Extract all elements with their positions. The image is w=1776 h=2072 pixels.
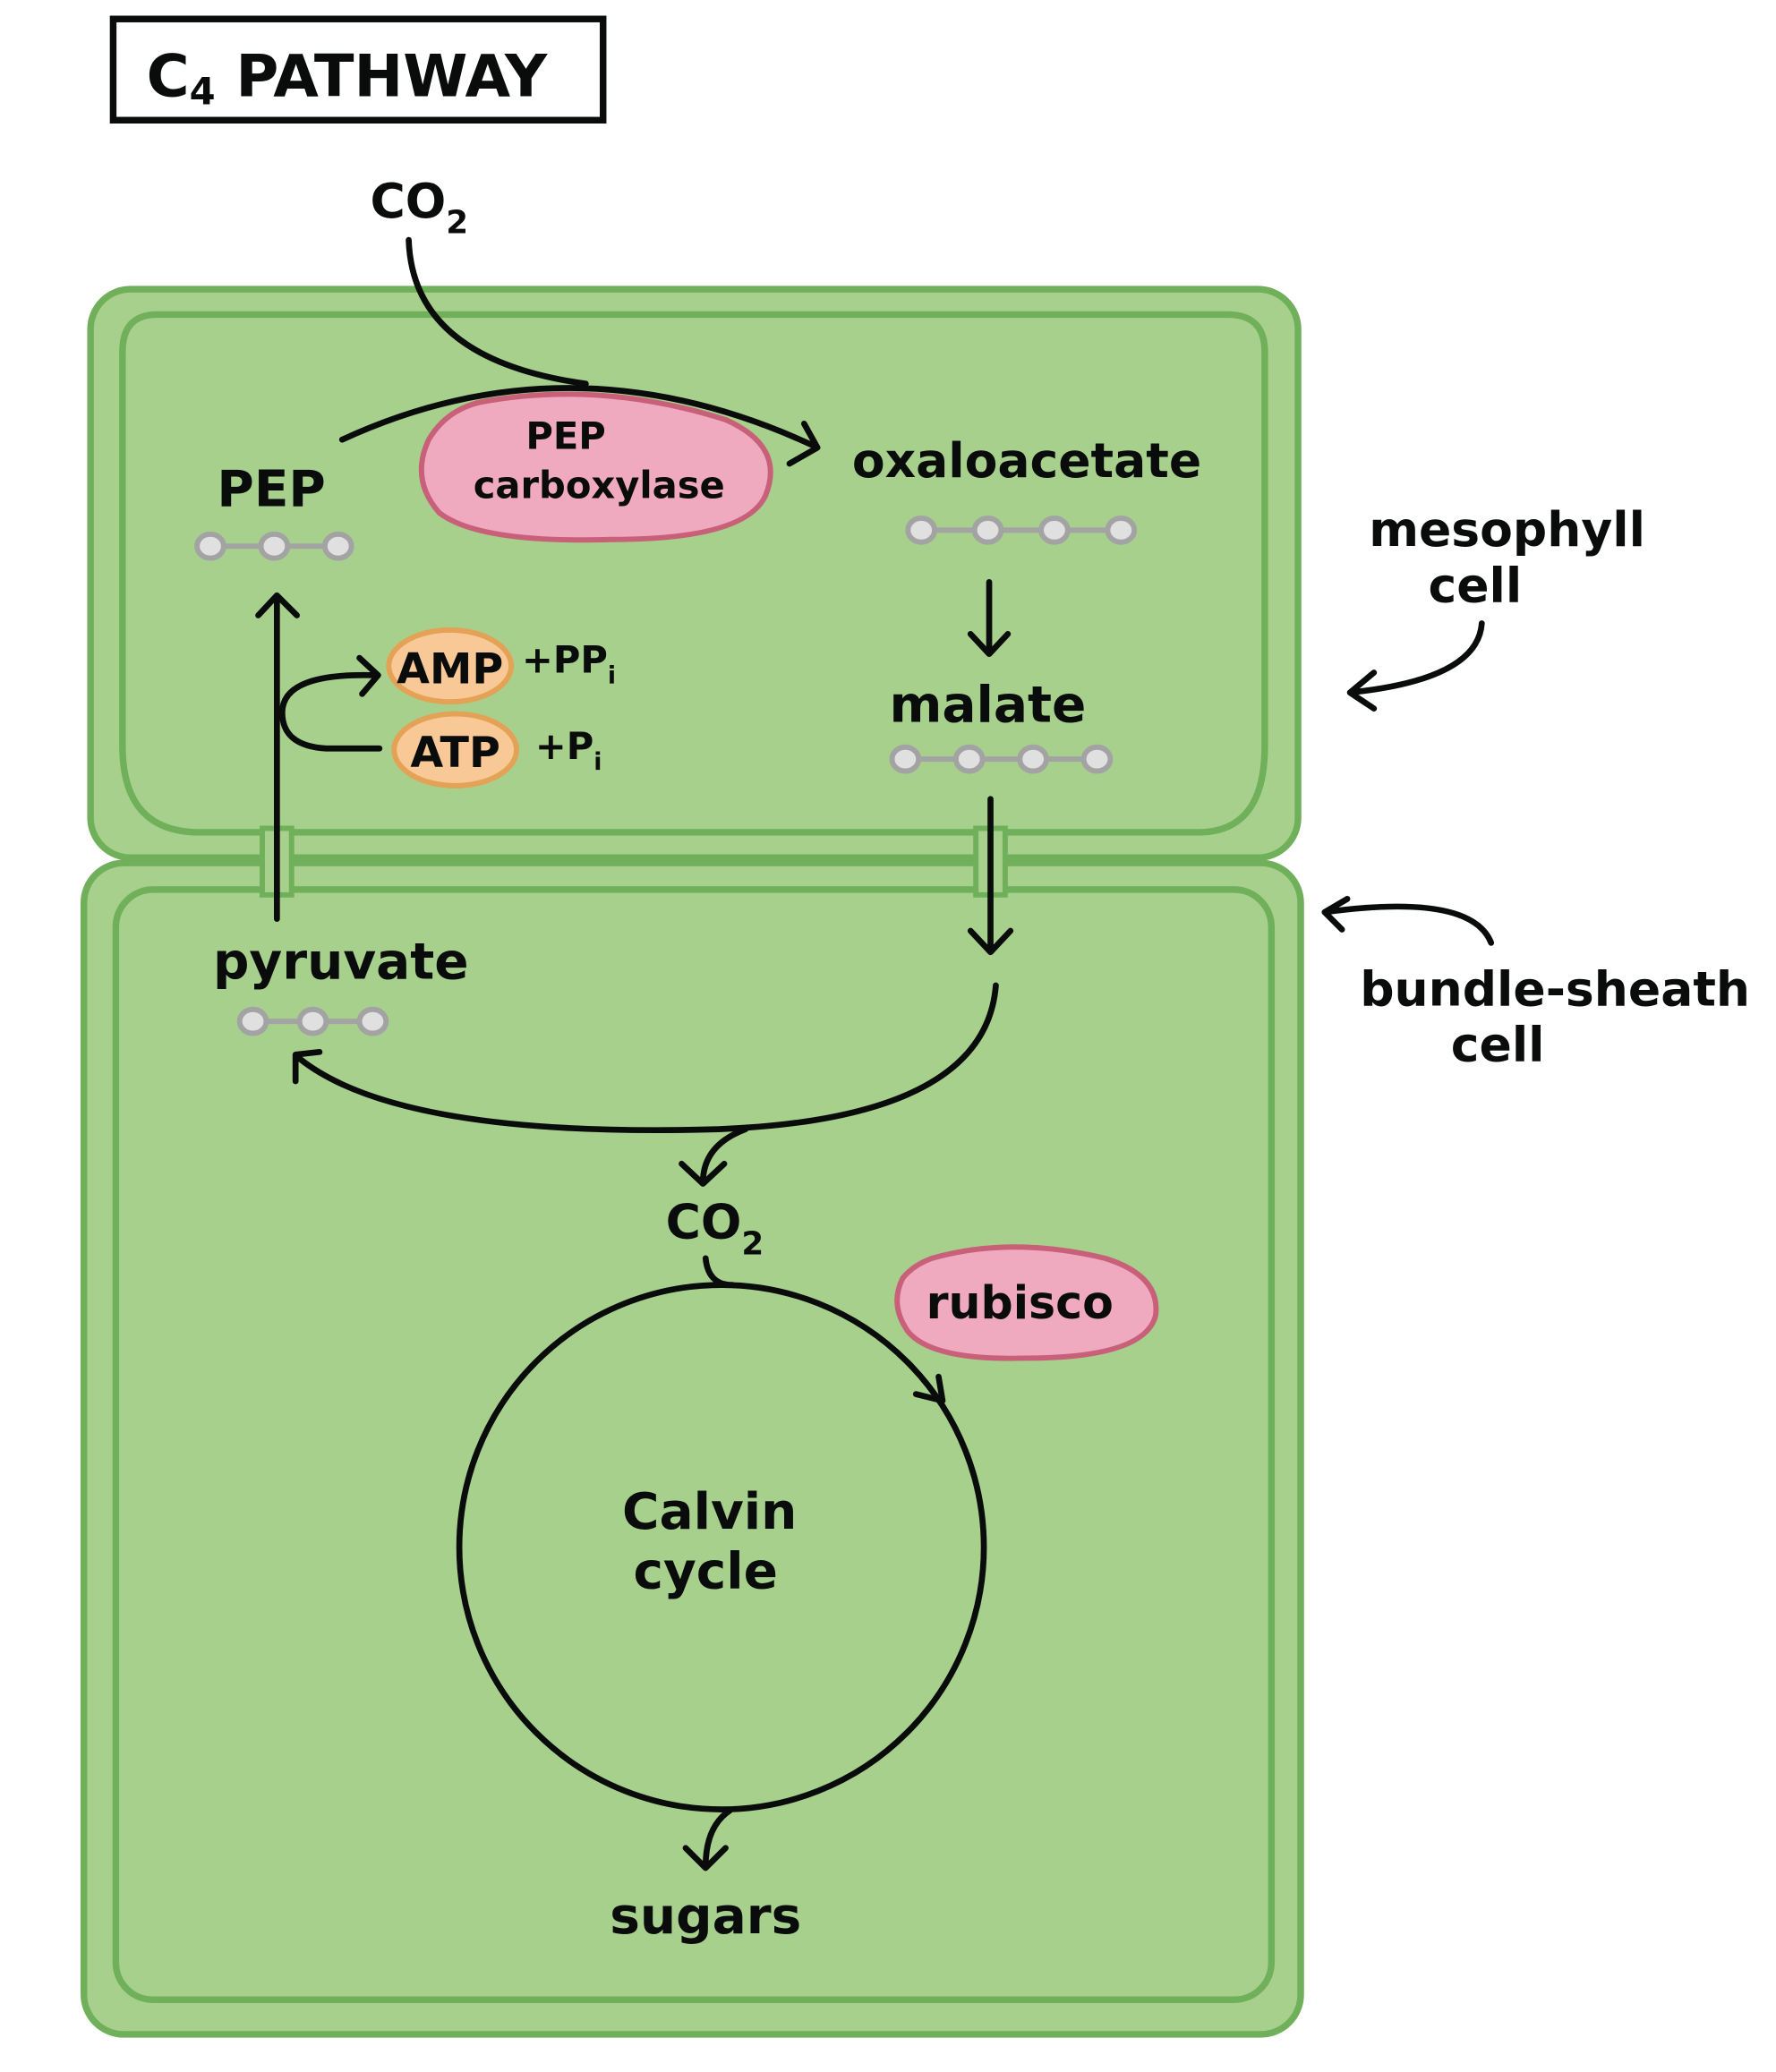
atp-label: ATP xyxy=(410,729,500,778)
carbon-atom xyxy=(1038,515,1071,545)
mesophyll-pointer-arrow xyxy=(1346,620,1485,712)
oxaloacetate-molecule xyxy=(905,515,1138,545)
pep-to-oxaloacetate-arrow xyxy=(338,385,818,449)
calvin-to-sugars-arrow xyxy=(682,1807,733,1872)
carbon-atom xyxy=(1080,744,1114,774)
title-box: C4 PATHWAY xyxy=(109,15,607,124)
amp-label: AMP xyxy=(397,644,503,694)
carbon-atom xyxy=(296,1006,329,1036)
co2-bottom-label: CO2 xyxy=(666,1194,764,1263)
carbon-atom xyxy=(889,744,922,774)
bundle-sheath-label-2: cell xyxy=(1451,1017,1545,1073)
pyruvate-to-pep-arrow xyxy=(255,592,301,922)
co2-release-arrow xyxy=(679,1126,749,1187)
atp-badge: ATP xyxy=(391,711,520,789)
bundle-sheath-cell xyxy=(80,859,1304,2038)
carbon-atom xyxy=(905,515,938,545)
carbon-atom xyxy=(1105,515,1138,545)
mesophyll-label-1: mesophyll xyxy=(1369,501,1645,558)
carbon-atom xyxy=(971,515,1004,545)
bundle-sheath-label-1: bundle-sheath xyxy=(1360,960,1750,1017)
pep-label: PEP xyxy=(217,461,325,519)
sugars-label: sugars xyxy=(610,1888,801,1946)
calvin-cycle-circle xyxy=(456,1282,987,1812)
carbon-atom xyxy=(356,1006,389,1036)
oxaloacetate-label: oxaloacetate xyxy=(852,432,1201,489)
calvin-label-2: cycle xyxy=(633,1543,778,1601)
carbon-atom xyxy=(236,1006,269,1036)
carbon-atom xyxy=(258,531,291,561)
co2-top-label: CO2 xyxy=(370,173,468,242)
amp-badge: AMP xyxy=(386,627,515,705)
rubisco-label: rubisco xyxy=(926,1276,1114,1329)
malate-to-pyruvate-arrow xyxy=(296,982,999,1134)
arrowhead xyxy=(356,654,381,697)
arrowhead xyxy=(786,421,821,467)
arrowhead xyxy=(912,1373,946,1404)
pep-carboxylase-label-2: carboxylase xyxy=(474,464,725,507)
calvin-label-1: Calvin xyxy=(622,1483,797,1541)
carbon-atom xyxy=(1017,744,1049,774)
mesophyll-label-2: cell xyxy=(1429,558,1523,614)
amp-products-label: +PPi xyxy=(522,637,616,689)
atp-to-amp-arrow xyxy=(278,671,383,752)
malate-transport-arrow xyxy=(967,796,1014,956)
title-text: C4 PATHWAY xyxy=(147,42,549,113)
pep-carboxylase-enzyme: PEP carboxylase xyxy=(418,391,773,543)
carbon-atom xyxy=(194,531,226,561)
arrowhead xyxy=(292,1049,323,1085)
carbon-atom xyxy=(321,531,354,561)
pyruvate-molecule xyxy=(236,1006,389,1036)
co2-entry-arrow xyxy=(406,236,589,388)
atp-products-label: +Pi xyxy=(535,724,602,776)
oxaloacetate-to-malate-arrow xyxy=(967,578,1012,658)
pyruvate-label: pyruvate xyxy=(213,934,469,992)
pep-molecule xyxy=(194,531,354,561)
malate-label: malate xyxy=(889,677,1086,735)
pep-carboxylase-label-1: PEP xyxy=(525,414,605,458)
rubisco-enzyme: rubisco xyxy=(894,1244,1159,1361)
carbon-atom xyxy=(952,744,986,774)
bundle-sheath-pointer-arrow xyxy=(1321,895,1495,946)
mesophyll-cell xyxy=(87,286,1302,861)
malate-molecule xyxy=(889,744,1114,774)
